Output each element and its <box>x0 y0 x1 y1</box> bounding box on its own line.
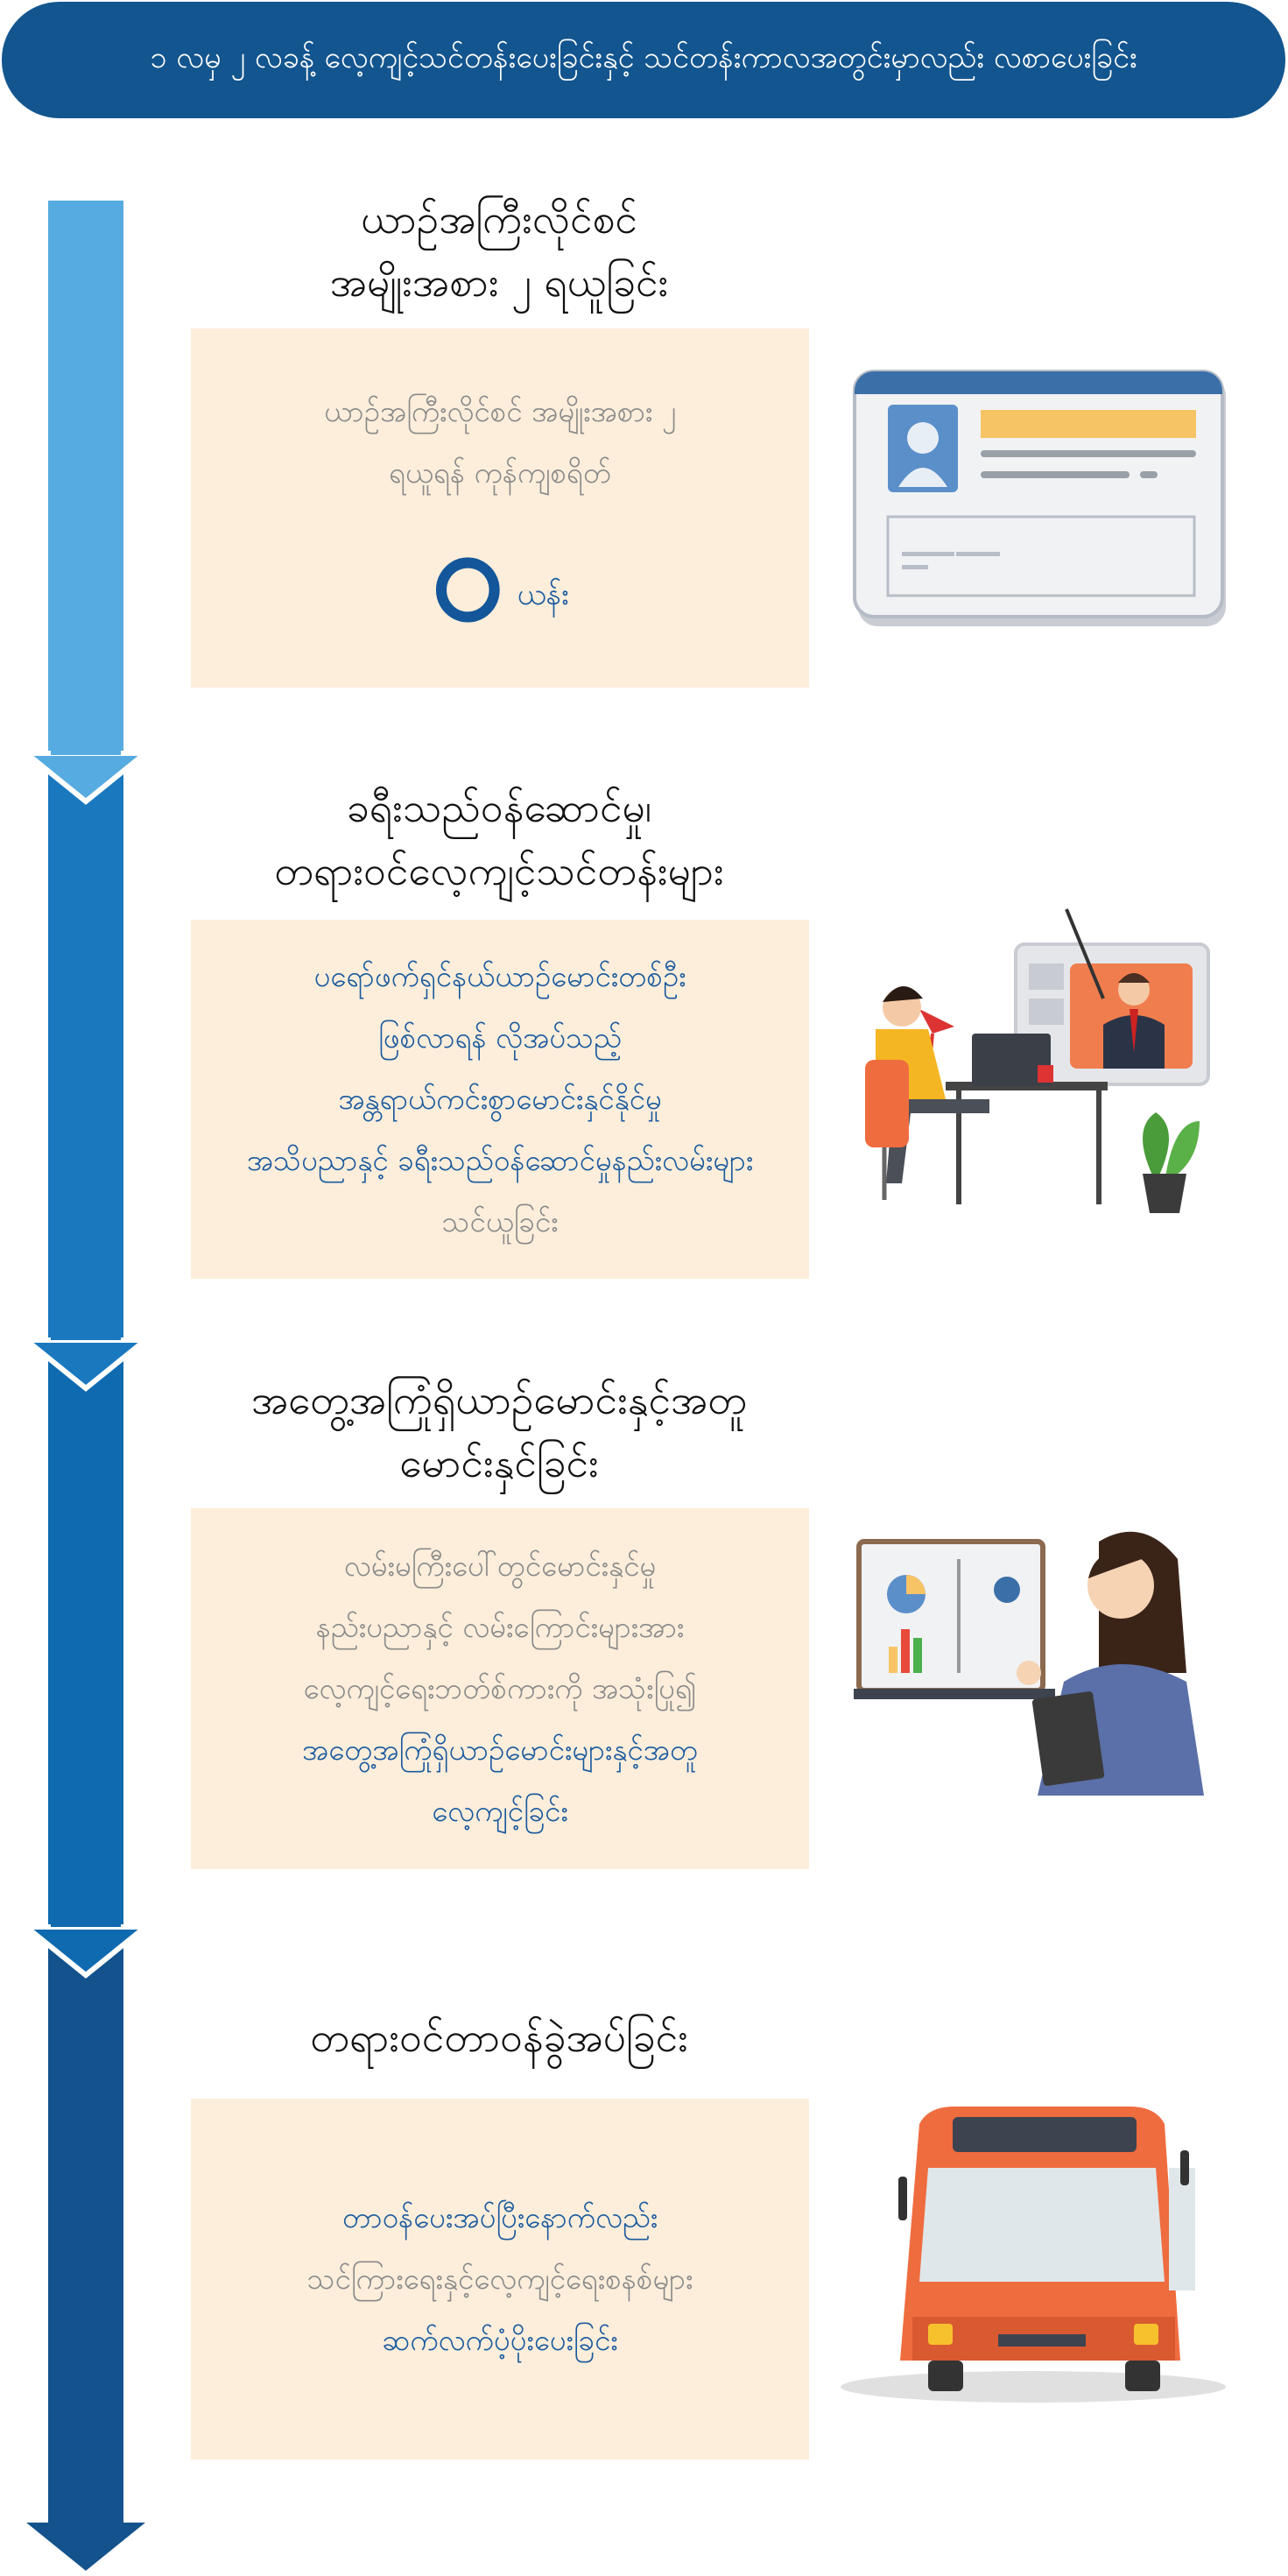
arrow-step-1 <box>18 201 153 805</box>
step-3-text: လေ့ကျင့်ခြင်း <box>432 1794 568 1828</box>
step-2-title-line: တရားဝင်လေ့ကျင့်သင်တန်းများ <box>274 847 724 894</box>
step-4-text: ဆက်လက်ပံ့ပိုးပေးခြင်း <box>382 2323 618 2357</box>
step-3-title: အတွေ့အကြုံရှိယာဉ်မောင်းနှင့်အတူ မောင်းနှ… <box>175 1368 823 1494</box>
cost-amount: ၀ <box>431 498 505 650</box>
arrow-step-4 <box>26 1927 145 2571</box>
header-title: ၁ လမှ ၂ လခန့် လေ့ကျင့်သင်တန်းပေးခြင်းနှင… <box>150 40 1137 75</box>
step-1-box: ယာဉ်အကြီးလိုင်စင် အမျိုးအစား ၂ ရယူရန် ကု… <box>191 328 809 688</box>
instructor-icon <box>854 1531 1204 1796</box>
step-4-text: သင်ကြားရေးနှင့်လေ့ကျင့်ရေးစနစ်များ <box>306 2262 693 2296</box>
arrow-step-2 <box>18 762 153 1392</box>
step-3-title-line: မောင်းနှင်ခြင်း <box>399 1439 599 1486</box>
step-2-text: အန္တရာယ်ကင်းစွာမောင်းနှင်နိုင်မှု <box>338 1082 662 1116</box>
step-4-text: တာဝန်ပေးအပ်ပြီးနောက်လည်း <box>341 2200 658 2234</box>
step-1-title: ယာဉ်အကြီးလိုင်စင် အမျိုးအစား ၂ ရယူခြင်း <box>175 187 823 314</box>
cost-unit: ယန်း <box>517 577 569 612</box>
step-2-box: ပရော်ဖက်ရှင်နယ်ယာဉ်မောင်းတစ်ဦး ဖြစ်လာရန်… <box>191 920 809 1279</box>
online-training-icon <box>865 908 1210 1213</box>
bus-icon <box>841 2107 1226 2403</box>
step-4-title: တရားဝင်တာဝန်ခွဲအပ်ခြင်း <box>175 2006 823 2069</box>
license-card-icon <box>853 370 1226 626</box>
step-2-title-line: ခရီးသည်ဝန်ဆောင်မှု၊ <box>346 784 652 831</box>
step-3-text: လေ့ကျင့်ရေးဘတ်စ်ကားကို အသုံးပြု၍ <box>303 1671 697 1705</box>
step-3-text: လမ်းမကြီးပေါ်တွင်မောင်းနှင်မှု <box>343 1549 657 1583</box>
arrow-step-3 <box>18 1340 153 1979</box>
step-1-text: ရယူရန် ကုန်ကျစရိတ် <box>388 455 612 490</box>
cost-readout: ၀ ယန်း <box>431 498 569 650</box>
step-3-title-line: အတွေ့အကြုံရှိယာဉ်မောင်းနှင့်အတူ <box>250 1376 748 1423</box>
step-3-text: နည်းပညာနှင့် လမ်းကြောင်းများအား <box>315 1610 685 1644</box>
step-1-text: ယာဉ်အကြီးလိုင်စင် အမျိုးအစား ၂ <box>324 394 676 428</box>
step-1-title-line: ယာဉ်အကြီးလိုင်စင် <box>361 195 637 243</box>
step-2-title: ခရီးသည်ဝန်ဆောင်မှု၊ တရားဝင်လေ့ကျင့်သင်တန… <box>175 776 823 902</box>
step-2-text: ပရော်ဖက်ရှင်နယ်ယာဉ်မောင်းတစ်ဦး <box>313 959 686 993</box>
step-2-text: သင်ယူခြင်း <box>441 1204 559 1239</box>
header-banner: ၁ လမှ ၂ လခန့် လေ့ကျင့်သင်တန်းပေးခြင်းနှင… <box>2 2 1285 118</box>
step-3-box: လမ်းမကြီးပေါ်တွင်မောင်းနှင်မှု နည်းပညာနှ… <box>191 1508 809 1869</box>
step-2-text: အသိပညာနှင့် ခရီးသည်ဝန်ဆောင်မှုနည်းလမ်းမျ… <box>246 1143 754 1177</box>
step-3-text: အတွေ့အကြုံရှိယာဉ်မောင်းများနှင့်အတူ <box>301 1733 699 1767</box>
progress-arrow <box>18 201 153 2571</box>
step-2-text: ဖြစ်လာရန် လိုအပ်သည့် <box>378 1020 622 1055</box>
step-1-title-line: အမျိုးအစား ၂ ရယူခြင်း <box>329 258 669 306</box>
step-4-title-line: တရားဝင်တာဝန်ခွဲအပ်ခြင်း <box>310 2014 688 2061</box>
step-4-box: တာဝန်ပေးအပ်ပြီးနောက်လည်း သင်ကြားရေးနှင့်… <box>191 2099 809 2460</box>
